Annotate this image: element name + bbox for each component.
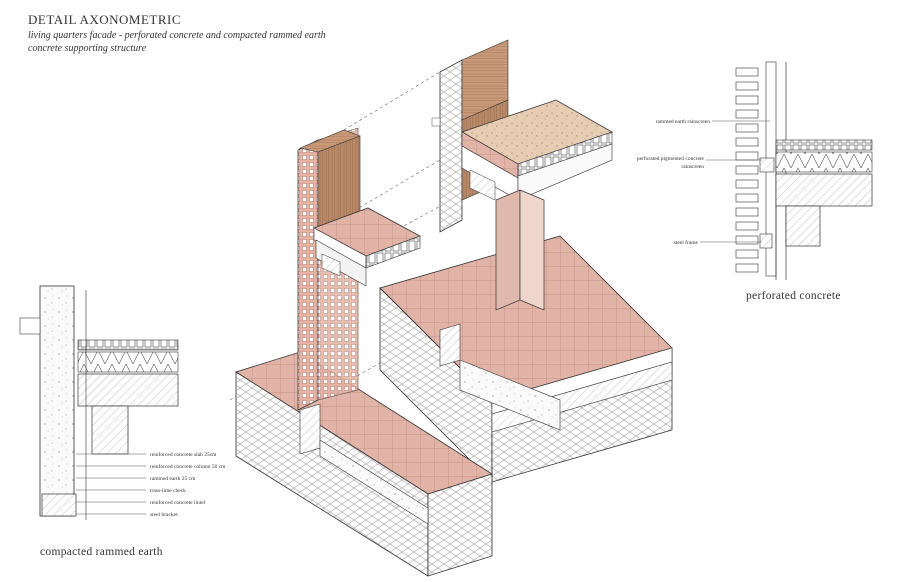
rammed-label-2: rammed earth 25 cm — [150, 476, 196, 482]
sheet-subtitle-2: concrete supporting structure — [28, 43, 147, 54]
perf-label-1: perforated pigmented concrete — [637, 155, 705, 162]
rammed-label-3: trass-lime check — [150, 488, 186, 494]
section-rammed-earth: reinforced concrete slab 25cm reinforced… — [19, 285, 226, 520]
slab-upper — [461, 99, 613, 201]
concrete-column — [495, 189, 545, 311]
caption-perforated-concrete: perforated concrete — [746, 290, 841, 302]
rammed-label-1: reinforced concrete column 50 cm — [150, 463, 226, 470]
rammed-label-4: reinforced concrete lintel — [150, 499, 206, 506]
slab-middle — [313, 207, 421, 287]
base-block-right — [379, 235, 673, 483]
rammed-label-0: reinforced concrete slab 25cm — [150, 451, 217, 458]
perf-label-2: rainscreen — [681, 164, 704, 170]
rammed-label-5: steel bracket — [150, 512, 178, 518]
perf-label-0: rammed earth rainscreen — [656, 119, 711, 125]
perf-label-3: steel frame — [674, 239, 699, 246]
section-perforated: rammed earth rainscreen perforated pigme… — [637, 61, 873, 280]
caption-compacted-rammed-earth: compacted rammed earth — [40, 546, 163, 558]
sheet-title: DETAIL AXONOMETRIC — [28, 12, 181, 27]
sheet-subtitle-1: living quarters facade - perforated conc… — [28, 30, 326, 41]
axonometric-model — [229, 39, 673, 577]
